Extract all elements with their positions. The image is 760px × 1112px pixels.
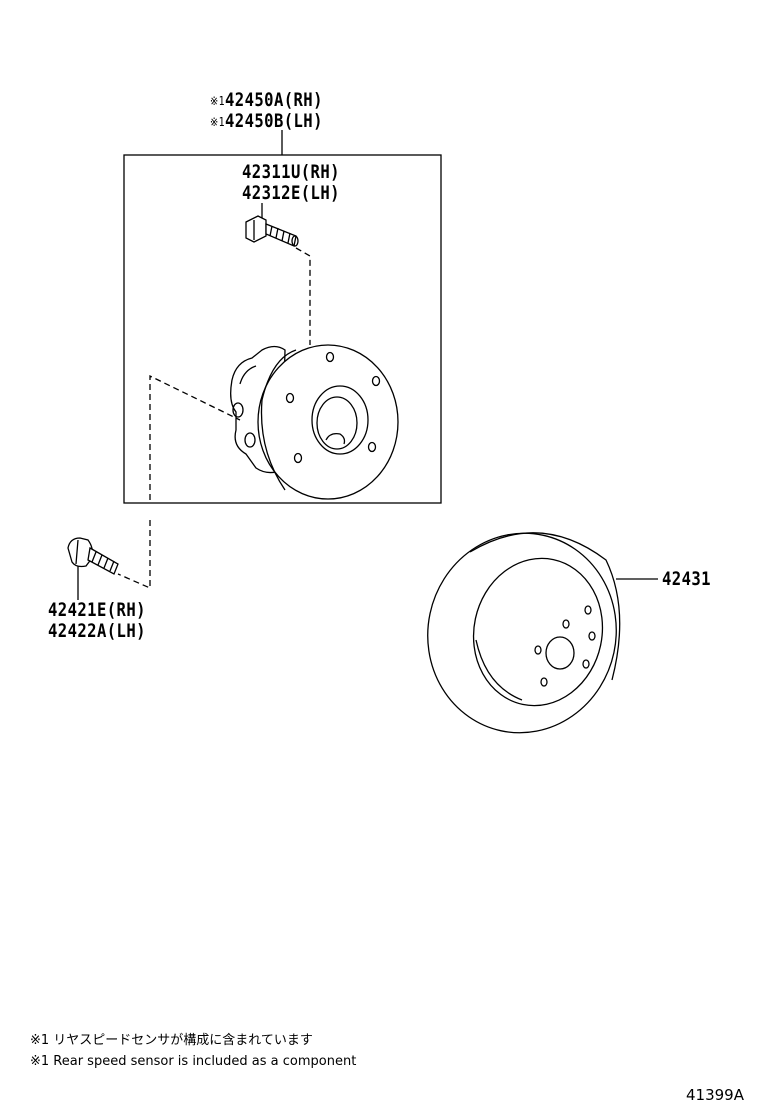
illustration-number: 41399A [686, 1086, 744, 1104]
hub-assembly-lh-label: ※142450B(LH) [210, 110, 323, 132]
hub-bearing-drawing [230, 344, 399, 500]
mount-bolt-rh-label: 42421E(RH) [48, 599, 146, 621]
mount-bolt-alignment-line-lower [117, 520, 151, 589]
hub-bolt-lh-label: 42312E(LH) [242, 182, 340, 204]
mount-bolt-drawing [67, 537, 119, 575]
hub-assembly-box [123, 154, 442, 504]
disc-part-label: 42431 [662, 568, 711, 590]
note-mark: ※1 [210, 94, 225, 108]
footnote-japanese: ※1 リヤスピードセンサが構成に含まれています [30, 1033, 313, 1048]
note-mark: ※1 [210, 115, 225, 129]
mount-bolt-lh-label: 42422A(LH) [48, 620, 146, 642]
hub-bolt-rh-label: 42311U(RH) [242, 161, 340, 183]
hub-bolt-alignment-line [295, 247, 311, 345]
hub-bolt-drawing [245, 215, 299, 247]
footnote-english: ※1 Rear speed sensor is included as a co… [30, 1054, 357, 1069]
mount-bolt-alignment-line [149, 374, 241, 500]
hub-assembly-rh-label: ※142450A(RH) [210, 89, 323, 111]
brake-disc-drawing [427, 532, 621, 734]
